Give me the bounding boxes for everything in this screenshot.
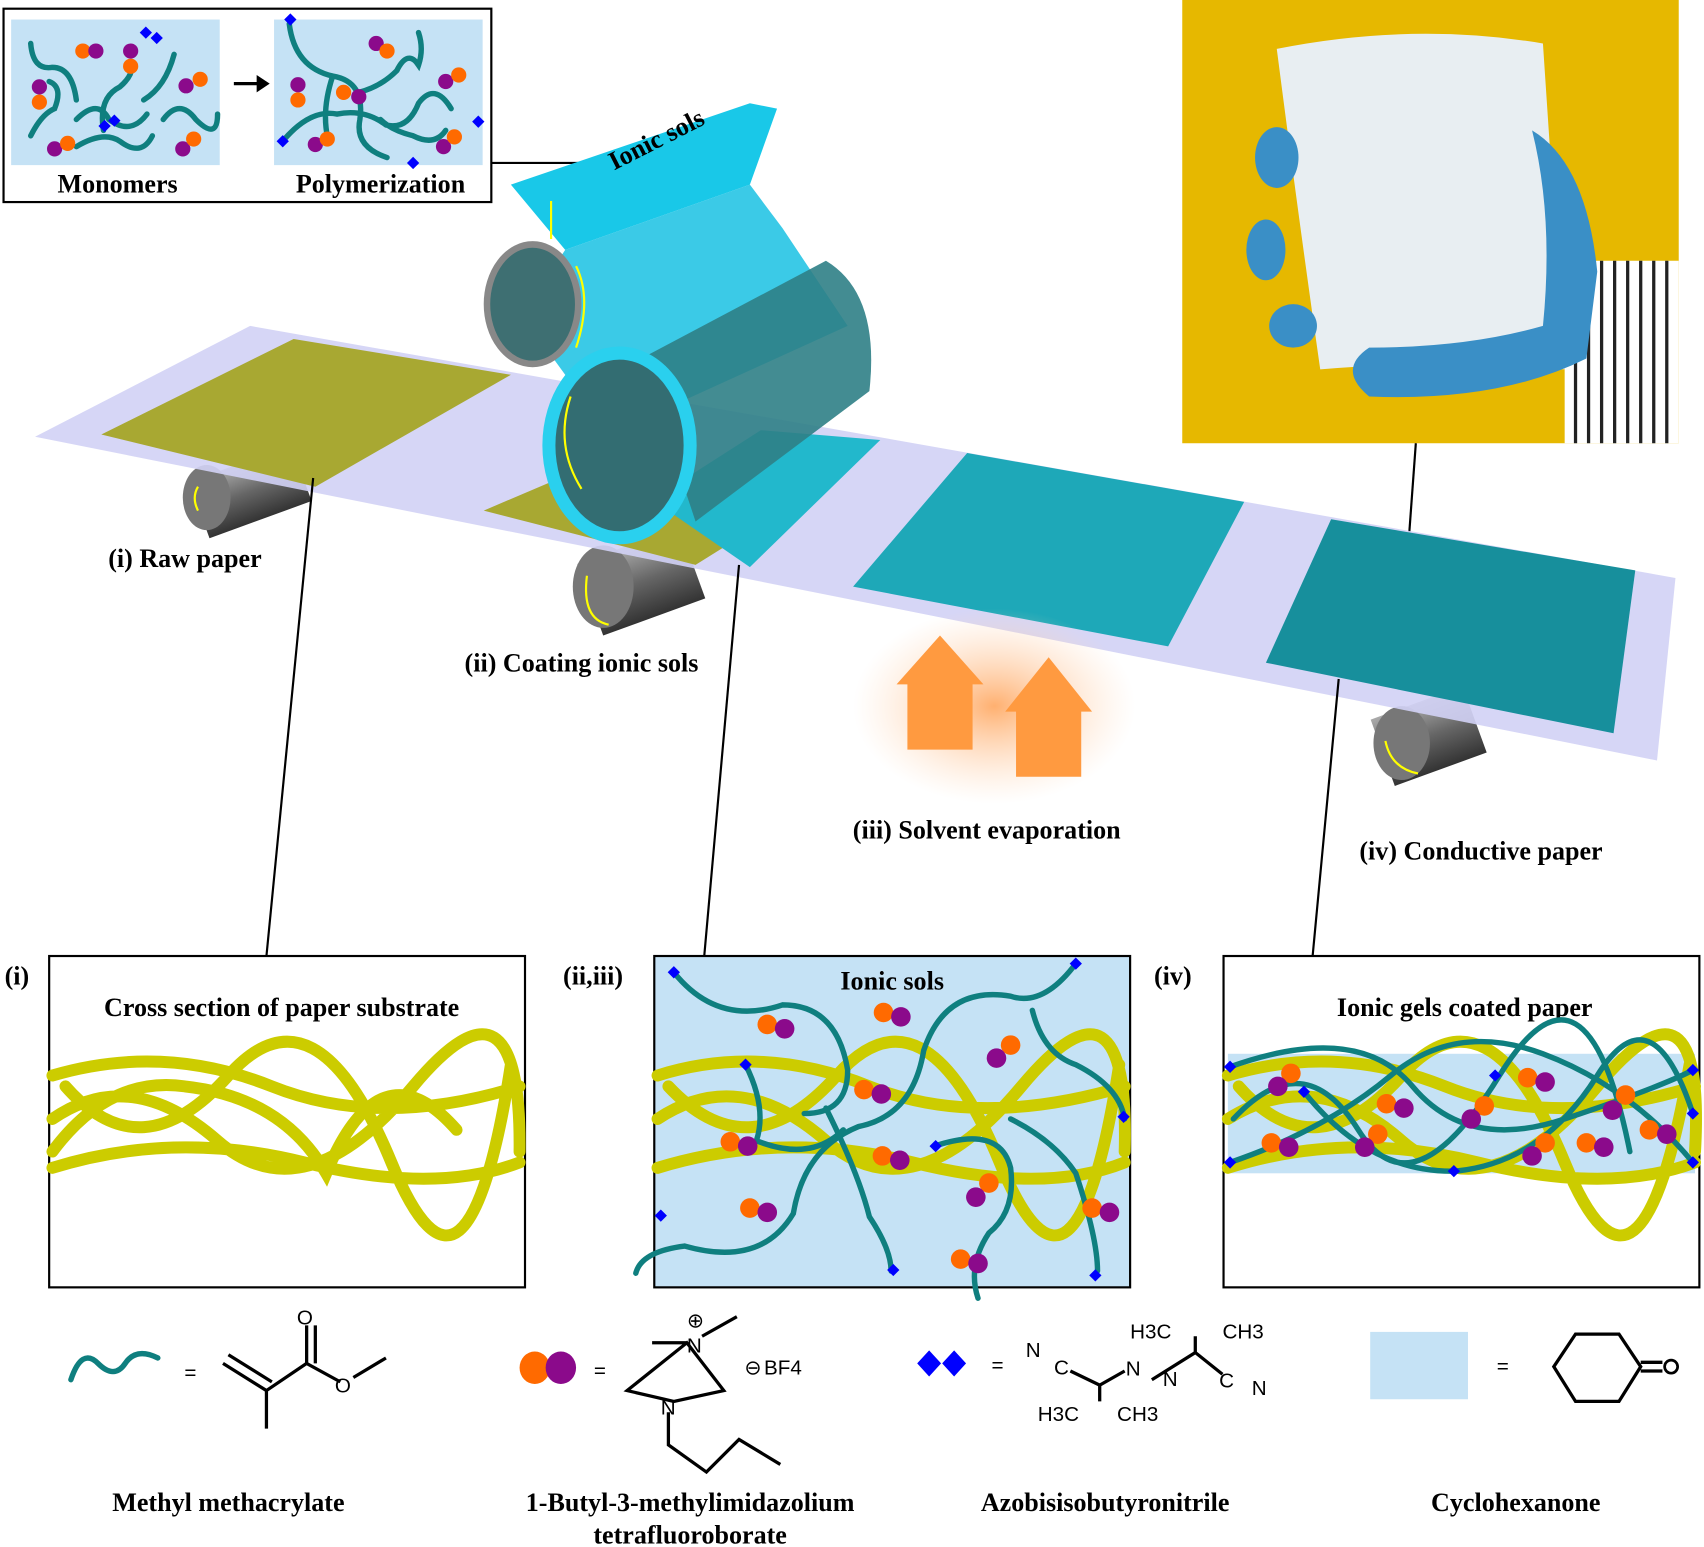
step-label-evaporation: (iii) Solvent evaporation	[853, 816, 1121, 845]
monomers-label: Monomers	[58, 169, 178, 198]
ion-pairs	[1261, 1063, 1677, 1166]
glove	[1246, 127, 1598, 398]
legend-label: Methyl methacrylate	[112, 1488, 344, 1517]
heat-arrow-icon	[1005, 657, 1093, 777]
polymer-chain-icon	[68, 1350, 161, 1383]
atom-label: CH3	[1222, 1320, 1263, 1343]
step-label-conductive: (iv) Conductive paper	[1359, 836, 1603, 865]
anion-icon	[545, 1351, 577, 1385]
lower-roller	[542, 346, 697, 545]
atom-label: C	[1219, 1369, 1234, 1392]
atom-label: N	[1126, 1357, 1141, 1380]
panel-ionic-sols: (ii,iii) Ionic sols	[563, 954, 1132, 1301]
conveyor	[35, 325, 1676, 786]
panel-tag: (ii,iii)	[563, 961, 623, 990]
ionic-sol-hopper	[510, 103, 778, 250]
atom-label: H3C	[1130, 1320, 1171, 1343]
equals-sign: =	[184, 1362, 196, 1385]
atom-label: C	[1054, 1356, 1069, 1379]
atom-label: N	[687, 1335, 702, 1358]
panel-title: Ionic sols	[840, 967, 944, 996]
upper-roller	[483, 241, 582, 368]
positive-charge: ⊕	[687, 1310, 704, 1333]
negative-charge: ⊖	[744, 1356, 761, 1379]
equals-sign: =	[992, 1354, 1004, 1377]
legend-cyclohexanone: = Cyclohexanone	[1370, 1331, 1680, 1517]
conductive-paper-photo	[1182, 0, 1679, 533]
leader-lines	[265, 477, 1340, 957]
photo-leader-line	[1408, 443, 1417, 533]
panel-raw-paper: (i) Cross section of paper substrate	[5, 954, 527, 1289]
panel-tag: (i)	[5, 961, 30, 990]
step-label-raw-paper: (i) Raw paper	[108, 544, 262, 573]
conveyor-belt	[35, 325, 1676, 761]
atom-label: H3C	[1038, 1403, 1079, 1426]
anion-formula: BF4	[764, 1356, 802, 1379]
raw-paper-sheet	[101, 338, 511, 487]
initiator-icon	[917, 1350, 967, 1377]
coating-unit: Ionic sols	[483, 103, 872, 545]
panel-tag: (iv)	[1154, 961, 1192, 990]
atom-label: N	[1026, 1339, 1041, 1362]
legend-label: Azobisisobutyronitrile	[981, 1488, 1230, 1517]
rotation-arrow-icon	[1384, 740, 1419, 775]
panel-ionic-gel-paper: (iv) Ionic gels coated paper	[1154, 954, 1702, 1289]
ion-pairs	[720, 1002, 1120, 1274]
bmim-structure	[623, 1315, 782, 1475]
equals-sign: =	[1497, 1355, 1509, 1378]
legend-methyl-methacrylate: = O O Methyl methacrylate	[68, 1306, 387, 1517]
cation-icon	[519, 1351, 550, 1385]
paper-sheet	[1276, 33, 1565, 370]
rotation-arrow-icon	[585, 575, 609, 626]
legend-label: 1-Butyl-3-methylimidazolium	[526, 1488, 855, 1517]
polymerization-inset: Monomers Polymerization	[2, 7, 609, 204]
rotation-arrow-icon	[575, 265, 586, 348]
atom-label: O	[297, 1306, 313, 1329]
atom-label: N	[1163, 1368, 1178, 1391]
atom-label: N	[1252, 1377, 1267, 1400]
legend-ionic-liquid: = N N ⊕ ⊖ BF4 1-Butyl-3-methylimidazoliu…	[519, 1310, 855, 1547]
atom-label: N	[661, 1396, 676, 1419]
atom-label: O	[335, 1375, 351, 1398]
legend-label: Cyclohexanone	[1431, 1488, 1600, 1517]
conductive-sheet	[1265, 519, 1636, 734]
heat-arrow-icon	[896, 635, 984, 750]
cyclohexanone-structure	[1551, 1332, 1663, 1404]
solvent-icon	[1370, 1331, 1468, 1400]
heat-arrows	[853, 608, 1136, 804]
rotation-arrow-icon	[563, 396, 583, 490]
legend-aibn: = N C N N H3C CH3 C N H3C CH3 Azobisisob…	[917, 1320, 1267, 1517]
polymerization-label: Polymerization	[296, 169, 466, 198]
panel-title: Cross section of paper substrate	[104, 993, 459, 1022]
equals-sign: =	[594, 1360, 606, 1383]
aibn-structure	[1069, 1336, 1224, 1402]
atom-label: CH3	[1117, 1403, 1158, 1426]
evaporation-sheet	[853, 453, 1245, 647]
mma-structure	[222, 1325, 387, 1429]
arrow-right-icon	[256, 74, 270, 93]
panel-title: Ionic gels coated paper	[1337, 993, 1593, 1022]
legend-label-line2: tetrafluoroborate	[593, 1521, 786, 1547]
rotation-arrow-icon	[193, 486, 199, 512]
step-label-coating: (ii) Coating ionic sols	[465, 648, 699, 677]
